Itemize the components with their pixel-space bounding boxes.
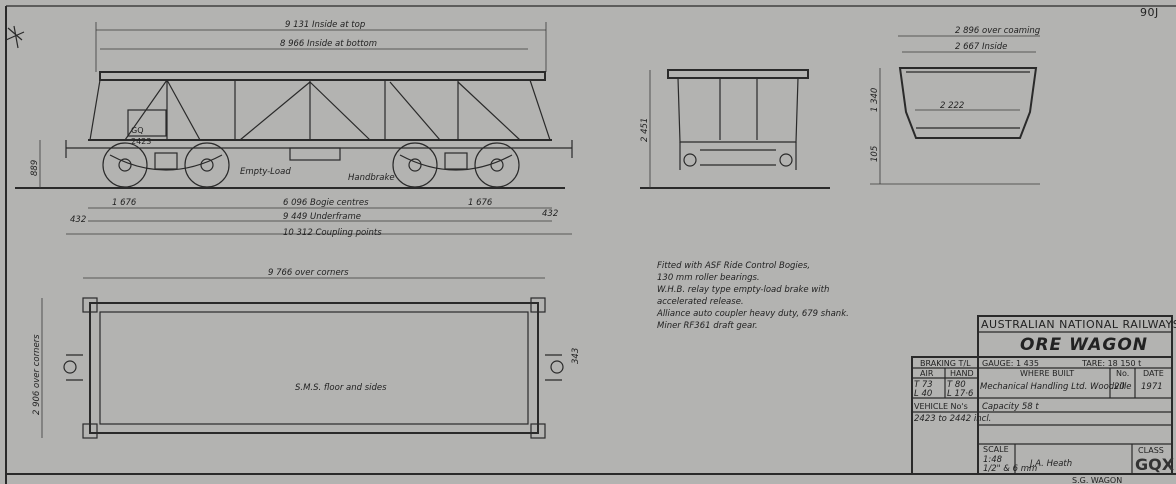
scale: 1:48 [983,455,1003,465]
notes: Fitted with ASF Ride Control Bogies, 130… [656,261,849,331]
dim-underframe: 9 449 Underframe [283,212,361,222]
end-view: 2 451 [640,69,830,189]
note-line: Alliance auto coupler heavy duty, 679 sh… [656,309,849,319]
air-label: AIR [920,369,934,378]
note-line: Fitted with ASF Ride Control Bogies, [657,261,810,271]
title-block: AUSTRALIAN NATIONAL RAILWAYS ORE WAGON B… [6,315,1176,484]
corner-mark-icon [5,25,25,49]
class-label: CLASS [1138,446,1164,455]
note-line: 130 mm roller bearings. [657,273,760,283]
vehicle-nos: 2423 to 2442 incl. [914,414,991,424]
dim-end-height: 2 451 [640,118,650,142]
dim-overhang-right: 432 [542,209,558,219]
dim-floor-width: 2 222 [940,101,964,111]
where-built: Mechanical Handling Ltd. Woodville [980,382,1132,392]
section-view: 2 896 over coaming 2 667 Inside 2 222 1 … [870,26,1041,185]
class: GQX [1135,455,1175,474]
signature: J.A. Heath [1028,459,1072,469]
note-line: W.H.B. relay type empty-load brake with [657,285,829,295]
gauge: GAUGE: 1 435 [982,359,1039,368]
capacity: Capacity 58 t [982,402,1039,412]
dim-coupling-points: 10 312 Coupling points [283,228,382,238]
dim-height: 889 [30,160,40,176]
vehicle-nos-label: VEHICLE No's [914,402,968,411]
dim-inside: 2 667 Inside [955,42,1007,52]
drawing-title: ORE WAGON [1020,335,1148,355]
dim-inside-top: 9 131 Inside at top [285,20,365,30]
dim-bogie-offset-left: 1 676 [112,198,137,208]
scale-note: 1/2" & 6 mm [983,464,1037,474]
body-marking-number: 2423 [131,137,151,146]
dim-inside-bottom: 8 966 Inside at bottom [280,39,377,49]
label-handbrake: Handbrake [348,173,395,183]
label-floor: S.M.S. floor and sides [295,383,387,393]
number-built: 20 [1114,382,1125,392]
date-label: DATE [1143,369,1164,378]
dim-upper-height: 1 340 [870,88,880,112]
plan-view: 9 766 over corners S.M.S. floor and side… [32,268,581,439]
air-t: T 73 [914,380,933,390]
dim-bogie-centres: 6 096 Bogie centres [283,198,369,208]
no-label: No. [1116,369,1129,378]
hand-label: HAND [950,369,974,378]
date: 1971 [1141,382,1163,392]
note-line: Miner RF361 draft gear. [657,321,758,331]
dim-over-corners: 9 766 over corners [268,268,349,278]
sheet-number: 90J [1140,6,1159,19]
where-built-label: WHERE BUILT [1020,369,1074,378]
side-view: 9 131 Inside at top 8 966 Inside at bott… [15,20,573,238]
tare: TARE: 18 150 t [1081,359,1141,368]
dim-width-over-corners: 2 906 over corners [32,334,42,415]
hand-l: L 17·6 [947,389,974,399]
dim-end: 343 [571,348,581,364]
body-marking-class: GQ [131,126,144,135]
dim-overhang-left: 432 [70,215,86,225]
hand-t: T 80 [947,380,966,390]
railway-name: AUSTRALIAN NATIONAL RAILWAYS [981,318,1176,331]
footer-label: S.G. WAGON [1072,476,1122,484]
note-line: accelerated release. [657,297,744,307]
air-l: L 40 [914,389,932,399]
label-empty-load: Empty-Load [240,167,291,177]
scale-label: SCALE [983,445,1009,454]
braking-label: BRAKING T/L [920,359,971,368]
dim-lower-height: 105 [870,146,880,162]
dim-bogie-offset-right: 1 676 [468,198,493,208]
dim-over-coaming: 2 896 over coaming [955,26,1041,36]
